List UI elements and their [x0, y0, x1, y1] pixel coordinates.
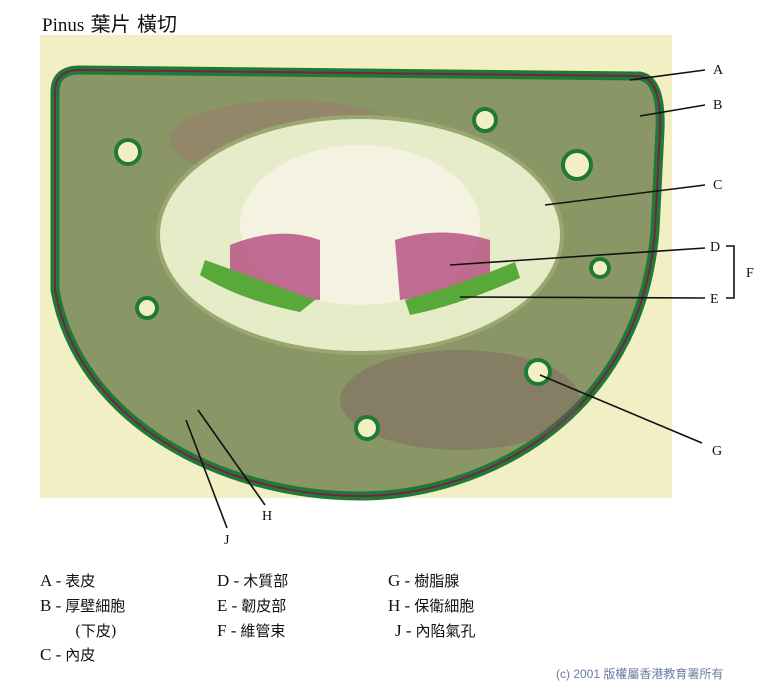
label-F: F — [746, 266, 754, 281]
phloem-left — [200, 260, 315, 312]
epidermis — [54, 68, 662, 498]
legend-item: H -保衛細胞 — [388, 596, 475, 615]
legend-item: B -厚壁細胞 — [40, 596, 126, 615]
copyright-notice: (c) 2001 版權屬香港教育署所有 — [556, 667, 724, 681]
label-B: B — [713, 98, 722, 113]
legend-item: E -韌皮部 — [217, 596, 287, 615]
legend-item: G -樹脂腺 — [388, 571, 460, 590]
legend-item: J -內陷氣孔 — [395, 621, 476, 640]
label-J: J — [224, 533, 230, 548]
legend-item: (下皮) — [75, 622, 117, 640]
label-H: H — [262, 509, 272, 524]
label-D: D — [710, 240, 720, 255]
phloem-right — [405, 262, 520, 315]
legend-item: F -維管束 — [217, 621, 286, 640]
leader-lines — [185, 69, 735, 529]
label-G: G — [712, 444, 722, 459]
legend-item: C -內皮 — [40, 645, 96, 664]
legend-item: A -表皮 — [40, 571, 96, 590]
label-C: C — [713, 178, 722, 193]
label-E: E — [710, 292, 719, 307]
legend-item: D -木質部 — [217, 571, 289, 590]
diagram-title: Pinus 葉片 橫切 — [42, 12, 177, 36]
label-A: A — [713, 63, 724, 78]
resin-ducts — [114, 107, 611, 441]
